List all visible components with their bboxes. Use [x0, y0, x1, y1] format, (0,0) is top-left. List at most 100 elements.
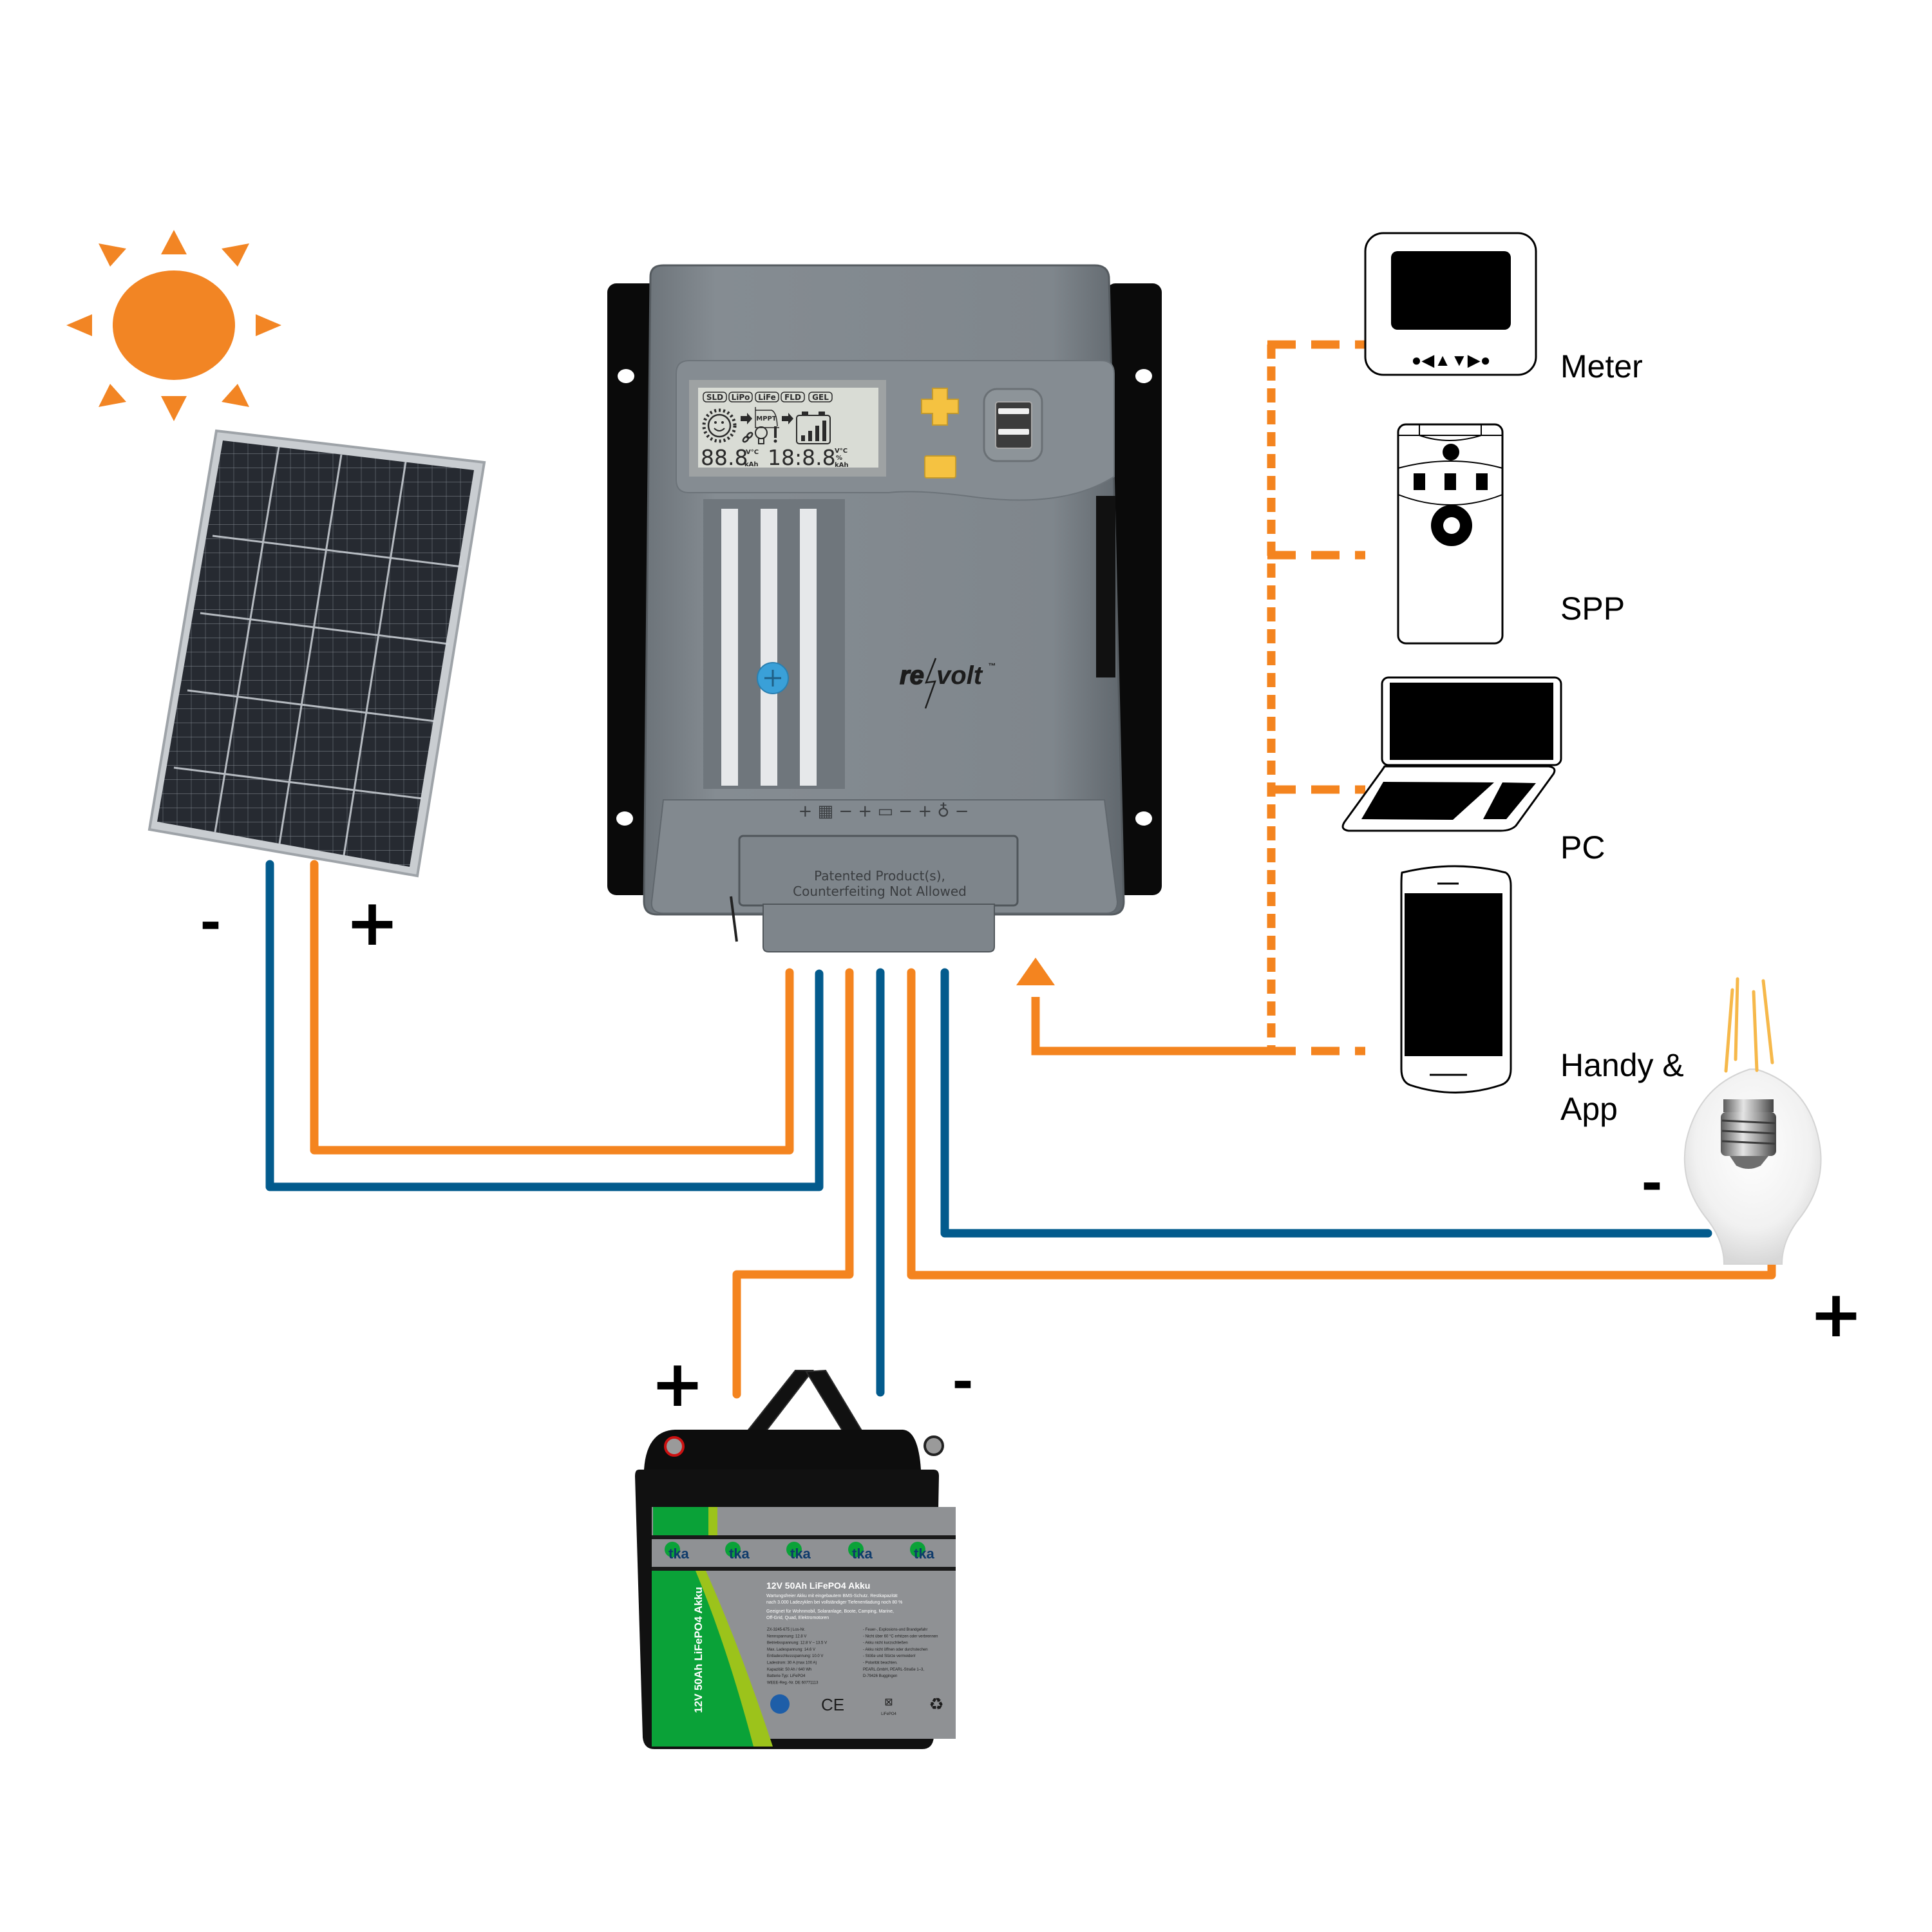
svg-text:LiPo: LiPo: [732, 393, 750, 402]
lcd-type-fld: FLD: [781, 392, 805, 402]
read-manual-icon: [770, 1694, 790, 1714]
lcd-left-readout: 88.8: [701, 445, 748, 470]
battery-warning-line: - Akku nicht öffnen oder durchstechen: [863, 1648, 928, 1652]
battery-plus-sign: +: [650, 1346, 705, 1421]
lcd-left-units: V°C: [746, 449, 759, 456]
svg-text:™: ™: [988, 661, 996, 670]
battery-warning-line: D-79426 Buggingen: [863, 1674, 897, 1678]
lcd-right-units: V°C: [835, 448, 848, 455]
arrow-up-icon: [1016, 958, 1055, 985]
cover-text-line2: Counterfeiting Not Allowed: [793, 884, 967, 899]
battery-spec-line: Betriebsspannung: 12.8 V – 13.5 V: [767, 1642, 827, 1645]
svg-text:tka: tka: [852, 1546, 873, 1562]
battery-use-2: Off-Grid, Quad, Elektromotoren: [766, 1616, 829, 1620]
meter-device: ●◀▲▼▶● Meter: [1364, 232, 1643, 384]
load-plus-sign: +: [1809, 1276, 1863, 1352]
battery-use-1: Geeignet für Wohnmobil, Solaranlage, Boo…: [766, 1609, 894, 1614]
weee-bin-icon: ⊠: [884, 1697, 893, 1708]
lcd-link-icon: [742, 431, 753, 443]
battery-warning-line: - Stöße und Stürze vermeiden!: [863, 1654, 916, 1658]
battery-spec-line: Entladeschlussspannung: 10.0 V: [767, 1654, 823, 1658]
meter-label: Meter: [1560, 348, 1643, 384]
laptop-icon: [1341, 676, 1562, 832]
battery-positive-wire: [732, 968, 854, 1399]
lcd-right-units-percent: %: [836, 455, 842, 462]
pv-plus-sign: +: [345, 885, 399, 960]
lcd-arrow-icon: [741, 413, 752, 424]
usb-port-bottom[interactable]: [998, 429, 1029, 435]
lcd-battery-type-row: SLD LiPo LiFe FLD GEL: [703, 392, 833, 402]
revolt-logo: re volt ™: [899, 658, 996, 709]
pv-minus-sign: -: [200, 893, 221, 952]
comm-return-line: [1031, 997, 1271, 1056]
lcd-left-units-kah: kAh: [744, 461, 759, 468]
lcd-type-sld: SLD: [703, 392, 727, 402]
lcd-mppt-curve-icon: MPPT: [755, 407, 779, 428]
plus-button[interactable]: [921, 388, 959, 426]
lcd-bulb-icon: [755, 426, 768, 444]
pv-positive-wire: [310, 860, 794, 1155]
lifepo4-battery: tka tka tka tka tka 12V 50Ah LiFePO4 Akk…: [635, 1369, 956, 1749]
weee-label: LiFePO4: [881, 1712, 896, 1716]
solar-panel: [147, 429, 486, 878]
recycle-icon: ♻: [929, 1694, 943, 1714]
lcd-type-gel: GEL: [808, 392, 833, 402]
battery-desc-1: Wartungsfreier Akku mit eingebautem BMS-…: [766, 1594, 898, 1598]
svg-text:tka: tka: [668, 1546, 690, 1562]
battery-spec-line: WEEE-Reg.-Nr. DE 60771113: [767, 1681, 819, 1685]
battery-spec-line: Nennspannung: 12.8 V: [767, 1634, 806, 1638]
spp-label: SPP: [1560, 591, 1625, 627]
svg-text:SLD: SLD: [706, 393, 723, 402]
positive-terminal: [664, 1436, 685, 1457]
cover-text-line1: Patented Product(s),: [814, 868, 945, 884]
battery-warning-line: - Polarität beachten.: [863, 1662, 898, 1665]
battery-spec-line: Batterie-Typ: LiFePO4: [767, 1674, 806, 1678]
pc-device: PC: [1341, 676, 1605, 866]
tka-logo-row: tka tka tka tka tka: [665, 1542, 935, 1562]
pc-label: PC: [1560, 829, 1605, 866]
load-negative-wire: [940, 968, 1712, 1238]
battery-spec-line: Kapazität: 50 Ah / 640 Wh: [767, 1668, 811, 1672]
usb-port-top[interactable]: [998, 408, 1029, 414]
battery-specs: ZX-3245-675 | Los-Nr. Nennspannung: 12.8 …: [767, 1628, 827, 1685]
meter-buttons: ●◀▲▼▶●: [1412, 350, 1491, 370]
ce-mark: CE: [821, 1695, 844, 1714]
svg-text:volt: volt: [936, 661, 983, 690]
lcd-right-units-kah: kAh: [835, 462, 849, 469]
rating-label: [1096, 496, 1115, 677]
lcd-display: [698, 388, 878, 468]
load-minus-sign: -: [1641, 1153, 1662, 1213]
pv-negative-wire: [265, 860, 824, 1191]
battery-title: 12V 50Ah LiFePO4 Akku: [766, 1580, 870, 1591]
lcd-arrow-icon: [782, 413, 793, 424]
phone-label-line1: Handy &: [1560, 1047, 1684, 1083]
battery-spec-line: Ladestrom: 30 A (max 100 A): [767, 1662, 817, 1665]
lcd-warning-icon: [774, 426, 777, 438]
minus-button[interactable]: [924, 455, 956, 478]
lcd-type-lipo: LiPo: [728, 392, 753, 402]
battery-spec-line: Max. Ladespannung: 14.6 V: [767, 1648, 815, 1652]
negative-terminal: [923, 1435, 944, 1456]
svg-text:MPPT: MPPT: [756, 415, 777, 422]
svg-text:GEL: GEL: [812, 393, 829, 402]
svg-text:tka: tka: [790, 1546, 811, 1562]
lcd-right-readout: 18:8.8: [768, 445, 836, 470]
battery-spec-line: ZX-3245-675 | Los-Nr.: [767, 1628, 806, 1632]
svg-text:FLD: FLD: [784, 393, 801, 402]
svg-text:LiFe: LiFe: [758, 393, 776, 402]
phone-device: Handy & App: [1400, 865, 1684, 1127]
lcd-type-life: LiFe: [755, 392, 779, 402]
svg-text:tka: tka: [914, 1546, 935, 1562]
battery-warning-line: - Akku nicht kurzschließen: [863, 1642, 908, 1645]
spp-device: SPP: [1397, 423, 1625, 645]
temperature-sensor-cable: [730, 896, 738, 942]
communication-lines: [1031, 340, 1365, 1056]
battery-warning-line: - Feuer-, Explosions-und Brandgefahr: [863, 1628, 927, 1632]
terminal-legend: + ▦ − + ▭ − + ♁ −: [798, 802, 969, 821]
lcd-sun-icon: [702, 408, 737, 443]
battery-side-title: 12V 50Ah LiFePO4 Akku: [692, 1587, 705, 1713]
svg-text:tka: tka: [729, 1546, 750, 1562]
light-bulb-load: [1683, 977, 1822, 1265]
battery-warning-line: - Nicht über 60 °C erhitzen oder verbren…: [863, 1634, 938, 1638]
